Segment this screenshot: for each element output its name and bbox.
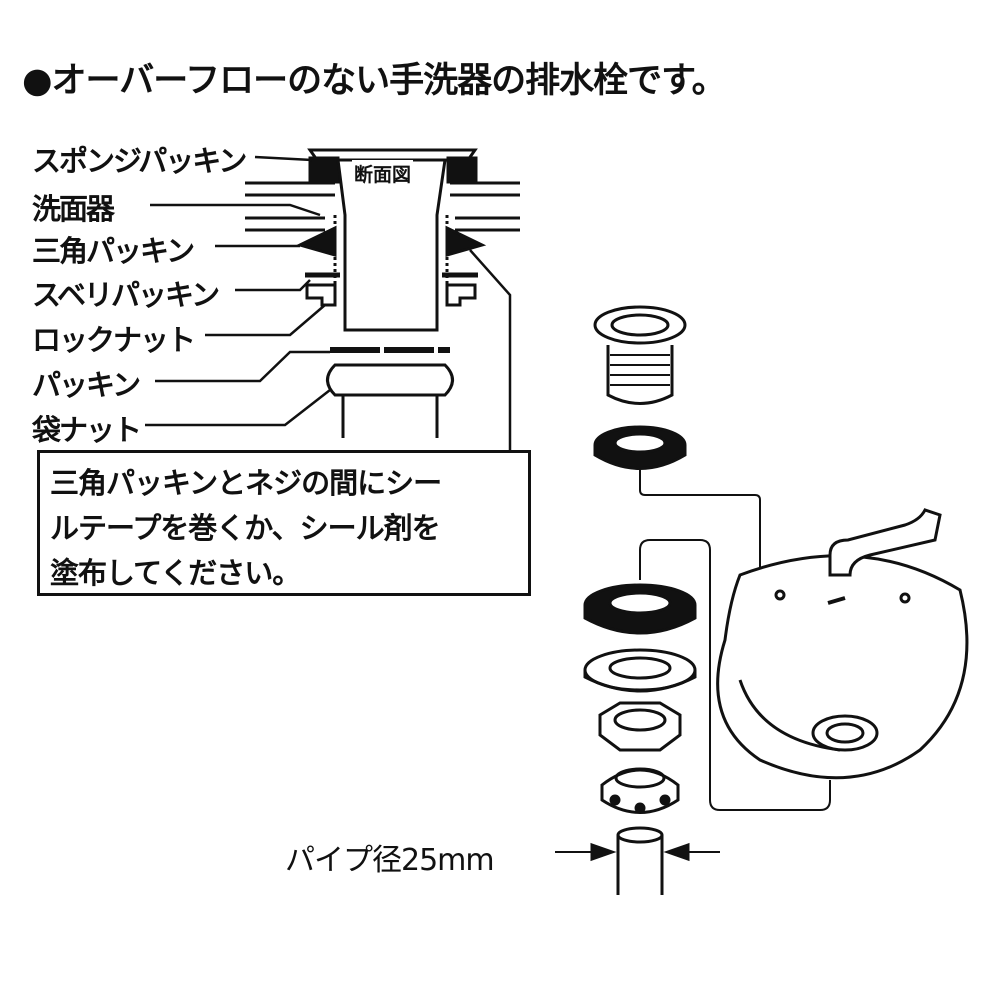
note-line: 三角パッキンとネジの間にシー [50, 466, 442, 500]
basin [716, 508, 969, 780]
part-label-slip-packing: スベリパッキン [32, 278, 220, 312]
part-label-basin: 洗面器 [32, 192, 115, 226]
part-label-lock-nut: ロックナット [32, 323, 196, 357]
cross-section-label: 断面図 [352, 160, 414, 187]
instruction-note-box: 三角パッキンとネジの間にシー ルテープを巻くか、シール剤を 塗布してください。 [37, 450, 531, 596]
note-line: 塗布してください。 [50, 556, 301, 590]
note-line: ルテープを巻くか、シール剤を [50, 511, 441, 545]
part-label-sponge-packing: スポンジパッキン [32, 144, 247, 178]
part-label-cap-nut: 袋ナット [32, 413, 142, 447]
leader-lines [145, 155, 512, 450]
exploded-parts [555, 305, 720, 895]
pipe-diameter-label: パイプ径25mm [285, 843, 495, 878]
page-title: ●オーバーフローのない手洗器の排水栓です。 [22, 61, 727, 101]
part-label-triangle-packing: 三角パッキン [32, 234, 195, 268]
part-label-packing: パッキン [32, 368, 141, 402]
cross-section [245, 148, 520, 438]
